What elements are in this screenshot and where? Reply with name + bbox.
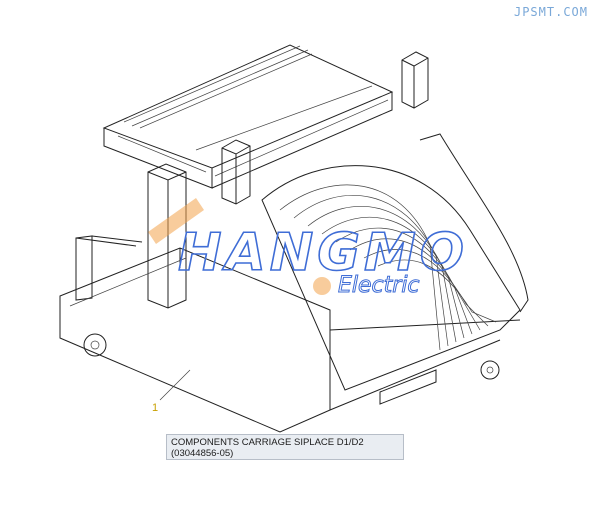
caption-box: COMPONENTS CARRIAGE SIPLACE D1/D2 (03044… [166, 434, 404, 460]
watermark-orange-mark [148, 198, 204, 244]
watermark-site: JPSMT.COM [513, 5, 588, 19]
right-wheel [480, 360, 500, 380]
caption-part-number: (03044856-05) [171, 448, 234, 459]
bottom-plate [379, 369, 437, 405]
end-block-middle [221, 139, 251, 205]
watermark-sub: Electric [338, 273, 420, 298]
caption-title: COMPONENTS CARRIAGE SIPLACE D1/D2 [171, 437, 364, 448]
left-wheel [83, 333, 107, 357]
watermark-bolt-icon [313, 277, 331, 295]
callout-leader [159, 369, 191, 401]
top-table [102, 44, 394, 189]
watermark-logo: HANGMO Electric [148, 198, 468, 299]
feeder-slots [261, 133, 529, 411]
watermark-brand: HANGMO [178, 223, 468, 283]
callout-number: 1 [152, 402, 159, 414]
end-block-top [401, 51, 429, 109]
left-frame [75, 235, 143, 301]
support-post [147, 163, 187, 309]
